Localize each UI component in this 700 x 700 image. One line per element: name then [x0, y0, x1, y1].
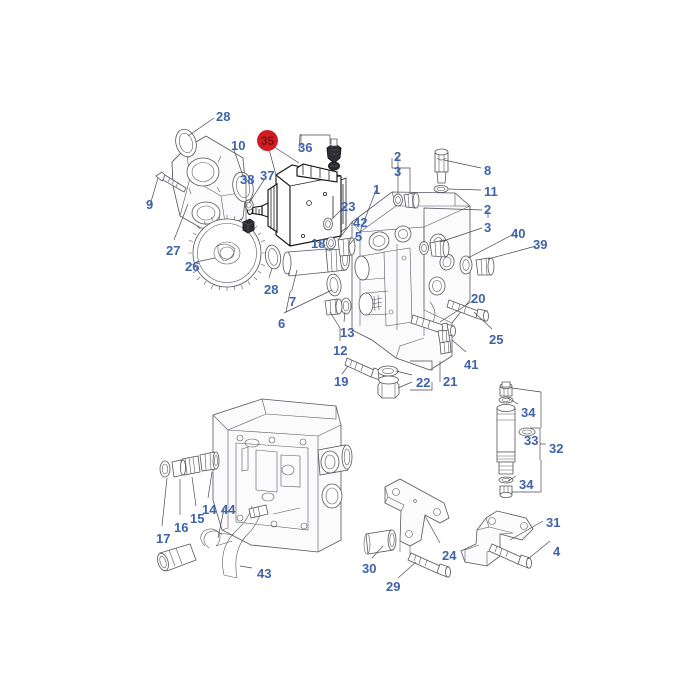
callout-3-left: 3: [394, 164, 402, 179]
part-drive-gear-26: [188, 215, 266, 291]
callout-39: 39: [533, 237, 548, 252]
callout-44: 44: [221, 502, 236, 517]
callout-12: 12: [333, 343, 348, 358]
callout-2-left: 2: [394, 149, 402, 164]
callout-38: 38: [240, 172, 255, 187]
part-bracket-24: [384, 478, 450, 556]
callout-42: 42: [353, 215, 368, 230]
callout-5: 5: [355, 229, 363, 244]
callout-21: 21: [443, 374, 458, 389]
part-plug-13: [340, 297, 352, 315]
part-fitting-2-3-right: [419, 239, 450, 258]
callout-27: 27: [166, 243, 181, 258]
part-lower-valve-housing: [212, 398, 353, 553]
callout-15: 15: [190, 511, 205, 526]
callout-32: 32: [549, 441, 564, 456]
callout-4: 4: [553, 544, 561, 559]
callout-28-shaft: 28: [264, 282, 279, 297]
part-washer-23: [323, 217, 333, 231]
callout-18: 18: [311, 236, 326, 251]
part-plug-12: [324, 298, 343, 316]
part-washer-42: [326, 236, 336, 250]
part-fitting-8: [434, 148, 449, 184]
callout-9: 9: [146, 197, 154, 212]
callout-7: 7: [289, 294, 297, 309]
part-shaft-7: [282, 248, 331, 277]
callout-26: 26: [185, 259, 200, 274]
callout-23: 23: [341, 199, 356, 214]
part-clamp-44: [200, 528, 235, 549]
callout-19: 19: [334, 374, 349, 389]
callout-34-lower: 34: [519, 477, 534, 492]
part-bush-lower-left: [157, 543, 197, 572]
callout-25: 25: [489, 332, 504, 347]
callout-10: 10: [231, 138, 246, 153]
part-seat-16: [171, 459, 186, 478]
callout-17: 17: [156, 531, 171, 546]
callout-22: 22: [416, 375, 431, 390]
part-switch-41: [437, 322, 452, 355]
part-bolt-19: [344, 357, 384, 381]
callout-3-right: 3: [484, 220, 492, 235]
callout-36: 36: [298, 140, 313, 155]
callout-11: 11: [484, 184, 498, 199]
part-fitting-14: [199, 451, 220, 472]
callout-30: 30: [362, 561, 377, 576]
part-plug-39: [475, 257, 495, 276]
part-bolt-20: [410, 314, 456, 337]
part-bolt-9: [155, 171, 187, 193]
part-hose-43: [222, 504, 269, 579]
part-bush-30: [363, 529, 397, 555]
highlighted-part-badge-35[interactable]: 35: [257, 130, 278, 151]
part-washer-37: [244, 199, 254, 211]
part-washer-22: [377, 365, 399, 377]
callout-14: 14: [202, 502, 217, 517]
callout-28: 28: [216, 109, 231, 124]
part-drive-housing-27: [171, 135, 247, 230]
callout-2-right: 2: [484, 202, 492, 217]
leader-lines: [149, 117, 551, 579]
callout-20: 20: [471, 291, 486, 306]
part-fitting-2-3-left: [393, 192, 420, 209]
callout-41: 41: [464, 357, 479, 372]
part-washer-11: [433, 185, 449, 193]
part-oring-6: [326, 273, 342, 297]
callout-31: 31: [546, 515, 561, 530]
part-main-body-casting-1: [351, 191, 471, 371]
part-bolt-25: [446, 299, 489, 322]
callout-43: 43: [257, 566, 272, 581]
callout-6: 6: [278, 316, 286, 331]
part-bushing-5: [337, 237, 356, 257]
part-oring-28-top: [175, 128, 197, 158]
part-nut-21: [377, 375, 400, 399]
callout-33: 33: [524, 433, 539, 448]
callout-40: 40: [511, 226, 526, 241]
part-bolt-4: [488, 543, 532, 569]
callout-29: 29: [386, 579, 401, 594]
part-bolt-38: [242, 218, 255, 234]
callout-34-upper: 34: [521, 405, 536, 420]
callout-13: 13: [340, 325, 355, 340]
callout-24: 24: [442, 548, 457, 563]
part-oring-28-shaft: [264, 244, 282, 270]
callout-8: 8: [484, 163, 492, 178]
part-fitting-36: [326, 138, 342, 171]
part-oring-17: [159, 460, 171, 478]
part-bolt-29: [407, 552, 451, 578]
callout-16: 16: [174, 520, 189, 535]
callout-1: 1: [373, 182, 381, 197]
callout-37: 37: [260, 168, 275, 183]
part-valve-stack-32: [496, 381, 536, 498]
part-washer-40: [459, 255, 473, 275]
